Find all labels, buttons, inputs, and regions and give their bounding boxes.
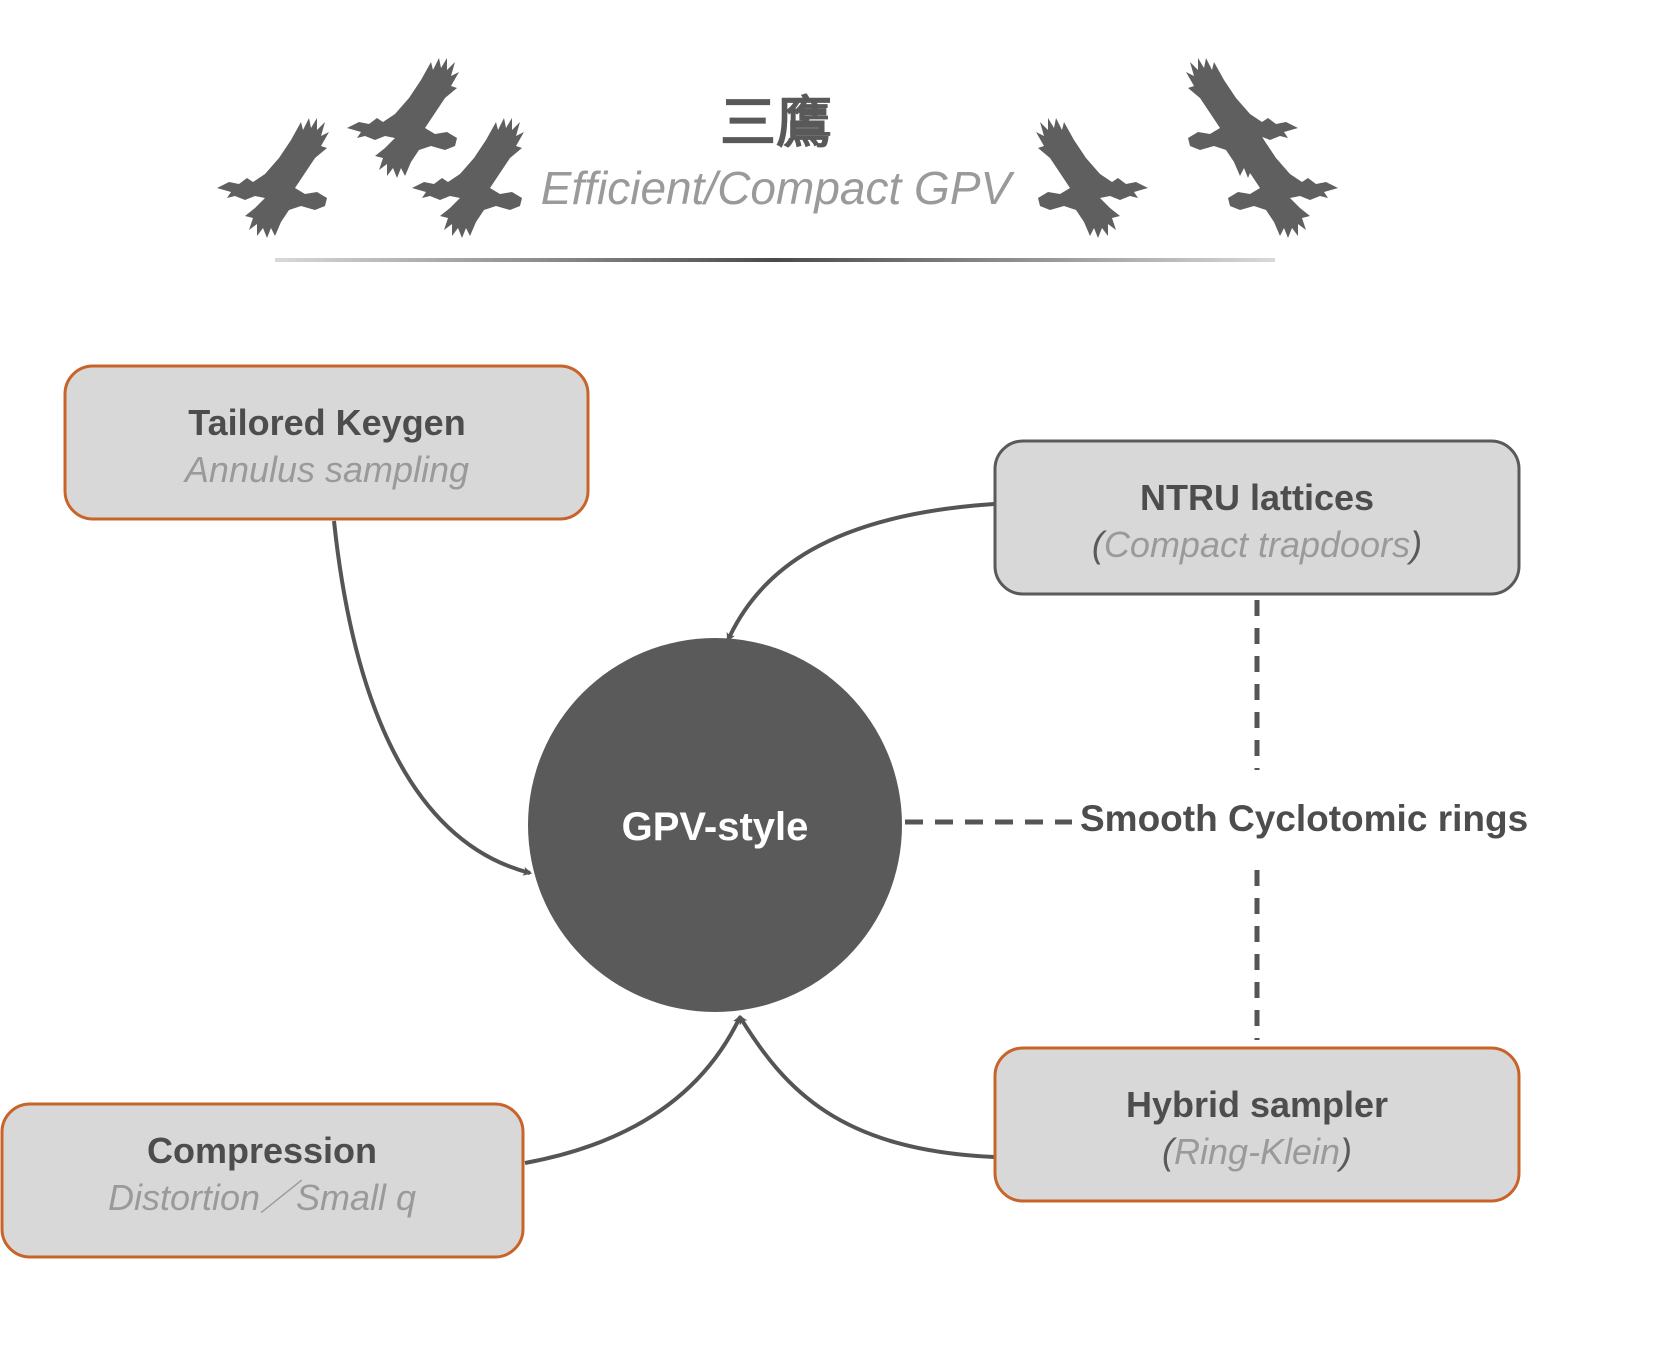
header-rule	[275, 258, 1275, 262]
node-ntru-title: NTRU lattices	[1140, 477, 1374, 518]
node-sampler-box	[993, 1046, 1521, 1203]
eagle-icon	[217, 118, 329, 238]
arrow-sampler-to-center	[738, 1015, 995, 1159]
eagle-group-left	[217, 58, 524, 238]
node-sampler: Hybrid sampler (Ring-Klein)	[993, 1046, 1521, 1203]
paren-close: )	[1336, 1131, 1352, 1172]
page-title: 三鷹	[720, 91, 832, 156]
node-compression: Compression Distortion／Small q	[0, 1102, 525, 1259]
node-ntru-subtitle-line: (Compact trapdoors)	[1092, 524, 1422, 565]
arrow-compression-to-center	[524, 1014, 742, 1165]
node-keygen-subtitle: Annulus sampling	[183, 449, 469, 490]
center-node	[528, 638, 902, 1012]
paren-close: )	[1406, 524, 1422, 565]
node-sampler-subtitle-line: (Ring-Klein)	[1162, 1131, 1352, 1172]
eagle-group-right	[1036, 58, 1338, 238]
node-compression-title: Compression	[147, 1130, 377, 1171]
arrow-ntru-to-center	[726, 502, 995, 643]
paren-open: (	[1162, 1131, 1178, 1172]
node-sampler-title: Hybrid sampler	[1126, 1084, 1388, 1125]
node-keygen-box	[63, 364, 590, 521]
node-ntru: NTRU lattices (Compact trapdoors)	[993, 439, 1521, 596]
eagle-icon	[347, 58, 459, 178]
node-keygen-title: Tailored Keygen	[188, 402, 465, 443]
node-ntru-box	[993, 439, 1521, 596]
arrow-keygen-to-center	[332, 520, 533, 876]
paren-open: (	[1092, 524, 1108, 565]
center-node-label: GPV-style	[622, 805, 809, 849]
node-compression-subtitle: Distortion／Small q	[108, 1177, 416, 1218]
node-compression-box	[0, 1102, 525, 1259]
page-subtitle: Efficient/Compact GPV	[541, 162, 1016, 214]
node-keygen: Tailored Keygen Annulus sampling	[63, 364, 590, 521]
rings-label: Smooth Cyclotomic rings	[1080, 798, 1528, 839]
node-ntru-subtitle: Compact trapdoors	[1104, 524, 1410, 565]
eagle-icon	[1036, 118, 1148, 238]
node-sampler-subtitle: Ring-Klein	[1174, 1131, 1340, 1172]
